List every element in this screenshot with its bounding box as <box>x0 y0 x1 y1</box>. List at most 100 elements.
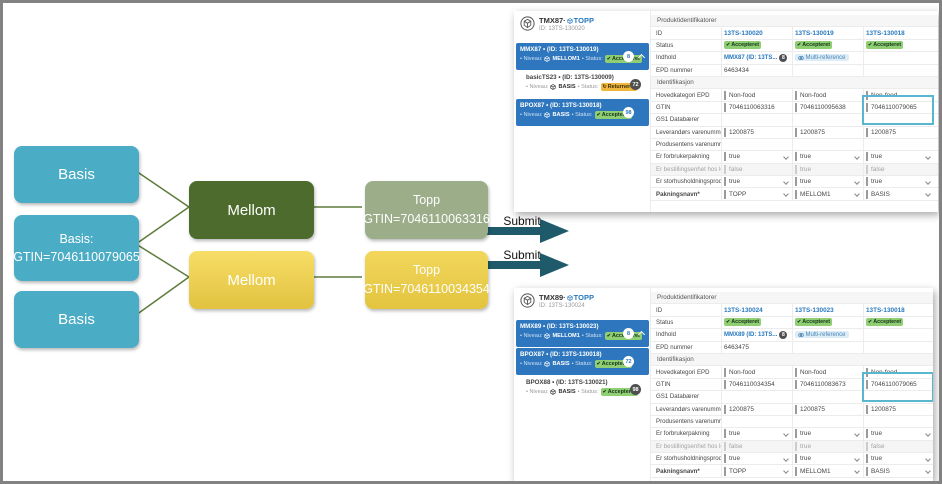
chevron-down-icon <box>854 178 860 185</box>
select-cell[interactable]: true <box>863 453 933 465</box>
table-row-gs1: GS1 Databærer <box>651 114 938 127</box>
select-cell[interactable]: true <box>721 453 792 465</box>
sidebar: TMX87· TOPP ID: 13TS-130020 MMX87 • (ID:… <box>514 11 651 212</box>
text-input-cell[interactable]: 1200875 <box>792 403 863 415</box>
select-cell[interactable]: BASIS <box>863 465 933 477</box>
row-label: GTIN <box>656 103 671 111</box>
text-input-cell[interactable]: 7046110063316 <box>721 101 792 114</box>
id-link[interactable]: 13TS-130018 <box>866 306 905 314</box>
id-link[interactable]: 13TS-130018 <box>866 29 905 37</box>
count-badge: 8 <box>779 53 788 62</box>
status-badge-text: Accepteret <box>601 361 630 367</box>
text-input-cell[interactable]: 1200875 <box>721 126 792 138</box>
status-badge: ↻Returneret <box>600 83 637 91</box>
sidebar-item-mellom[interactable]: MMX87 • (ID: 13TS-130019) • Niveau: MELL… <box>516 43 649 70</box>
table-row-id: ID 13TS-130020 13TS-130019 13TS-130018 <box>651 27 938 40</box>
row-label: Indhold <box>656 54 676 62</box>
text-input-cell[interactable]: 7046110079065 <box>863 378 933 391</box>
text-input-cell[interactable]: 1200875 <box>721 403 792 415</box>
disabled-input-cell: true <box>792 440 863 453</box>
chevron-down-icon <box>854 455 860 462</box>
status-badge: ✔Accepteret <box>866 318 904 327</box>
id-link[interactable]: 13TS-130023 <box>795 306 834 314</box>
select-cell[interactable]: TOPP <box>721 465 792 477</box>
sidebar-item-title: BPOX88 • (ID: 13TS-130021) <box>526 379 608 386</box>
select-cell[interactable]: true <box>863 176 934 188</box>
multi-reference-chip: Multi-reference <box>795 331 849 339</box>
text-input-cell[interactable]: 7046110034354 <box>721 378 792 391</box>
text-input-cell[interactable]: Non-food <box>721 89 792 101</box>
indhold-cell[interactable]: MMX89 (ID: 13TS...8 <box>721 329 792 341</box>
indhold-link[interactable]: MMX89 (ID: 13TS... <box>724 331 778 338</box>
sidebar-item-basis2[interactable]: BPOX87 • (ID: 13TS-130018) • Niveau: BAS… <box>516 99 649 126</box>
select-cell[interactable]: TOPP <box>721 188 792 200</box>
panel-title-link[interactable]: TOPP <box>567 293 594 302</box>
check-icon: ✔ <box>726 318 731 325</box>
status-badge: ✔Accepteret <box>724 41 762 50</box>
select-cell[interactable]: MELLOM1 <box>792 188 863 200</box>
refresh-icon: ↻ <box>602 83 607 90</box>
text-input-cell[interactable]: Non-food <box>792 366 863 378</box>
select-cell[interactable]: true <box>721 151 792 163</box>
id-link-cell[interactable]: 13TS-130023 <box>792 304 863 316</box>
id-link-cell[interactable]: 13TS-130020 <box>721 27 792 39</box>
id-link-cell[interactable]: 13TS-130018 <box>863 304 933 316</box>
indhold-cell[interactable]: MMX87 (ID: 13TS...8 <box>721 52 792 64</box>
text-input-cell[interactable]: 7046110095638 <box>792 101 863 114</box>
text-input-cell[interactable]: 1200875 <box>863 126 934 138</box>
id-link-cell[interactable]: 13TS-130024 <box>721 304 792 316</box>
text-input-cell[interactable]: 7046110083673 <box>792 378 863 391</box>
select-value: TOPP <box>729 190 747 198</box>
text-input-cell[interactable]: 1200875 <box>792 126 863 138</box>
select-cell[interactable]: true <box>721 176 792 188</box>
select-value: true <box>800 153 812 161</box>
sidebar-item-basis1[interactable]: basicTS23 • (ID: 13TS-130009) • Niveau: … <box>522 71 649 98</box>
select-cell[interactable]: true <box>792 428 863 440</box>
chevron-down-icon <box>925 178 931 185</box>
check-icon: ✔ <box>606 55 611 62</box>
text-input-cell[interactable]: Non-food <box>721 366 792 378</box>
chevron-down-icon <box>925 455 931 462</box>
id-link-cell[interactable]: 13TS-130019 <box>792 27 863 39</box>
id-link[interactable]: 13TS-130020 <box>724 29 763 37</box>
text-input-cell[interactable]: Non-food <box>863 366 933 378</box>
indhold-link[interactable]: MMX87 (ID: 13TS... <box>724 54 778 61</box>
select-cell[interactable]: true <box>792 453 863 465</box>
select-cell[interactable]: true <box>863 428 933 440</box>
sidebar-item-basis1[interactable]: BPOX87 • (ID: 13TS-130018) • Niveau: BAS… <box>516 348 649 375</box>
id-link-cell[interactable]: 13TS-130018 <box>863 27 934 39</box>
row-label: Hovedkategori EPD <box>656 368 710 376</box>
select-cell[interactable]: true <box>863 151 934 163</box>
app-logo-icon <box>520 16 535 31</box>
indhold-cell <box>863 329 933 341</box>
select-cell[interactable]: true <box>792 176 863 188</box>
chevron-down-icon <box>783 178 789 185</box>
row-label: Indhold <box>656 331 676 339</box>
mellom-box-yellow-label: Mellom <box>227 271 276 289</box>
select-cell[interactable]: BASIS <box>863 188 934 200</box>
input-value: false <box>871 165 885 173</box>
chevron-down-icon <box>925 431 931 437</box>
text-input-cell[interactable]: 7046110079065 <box>863 101 934 114</box>
row-label: GS1 Databærer <box>656 116 700 124</box>
id-link[interactable]: 13TS-130024 <box>724 306 763 314</box>
text-input-cell[interactable]: Non-food <box>863 89 934 101</box>
sidebar-item-title: basicTS23 • (ID: 13TS-130009) <box>526 74 614 81</box>
table-row-status: Status ✔Accepteret ✔Accepteret ✔Accepter… <box>651 39 938 53</box>
select-cell[interactable]: true <box>721 428 792 440</box>
sidebar-item-basis2[interactable]: BPOX88 • (ID: 13TS-130021) • Niveau: BAS… <box>522 376 649 403</box>
select-cell[interactable]: MELLOM1 <box>792 465 863 477</box>
table-row-id: ID 13TS-130024 13TS-130023 13TS-130018 <box>651 304 933 317</box>
id-link[interactable]: 13TS-130019 <box>795 29 834 37</box>
panel-title-link[interactable]: TOPP <box>567 16 594 25</box>
status-label: • Status: <box>571 112 593 118</box>
input-value: false <box>871 442 885 450</box>
epd-cell <box>863 341 933 353</box>
select-value: BASIS <box>871 190 890 198</box>
text-input-cell[interactable]: 1200875 <box>863 403 933 415</box>
empty-cell <box>792 114 863 126</box>
sidebar-item-mellom[interactable]: MMX89 • (ID: 13TS-130023) • Niveau: MELL… <box>516 320 649 347</box>
text-input-cell[interactable]: Non-food <box>792 89 863 101</box>
select-cell[interactable]: true <box>792 151 863 163</box>
basis-box-middle: Basis: GTIN=7046110079065 <box>13 215 140 281</box>
